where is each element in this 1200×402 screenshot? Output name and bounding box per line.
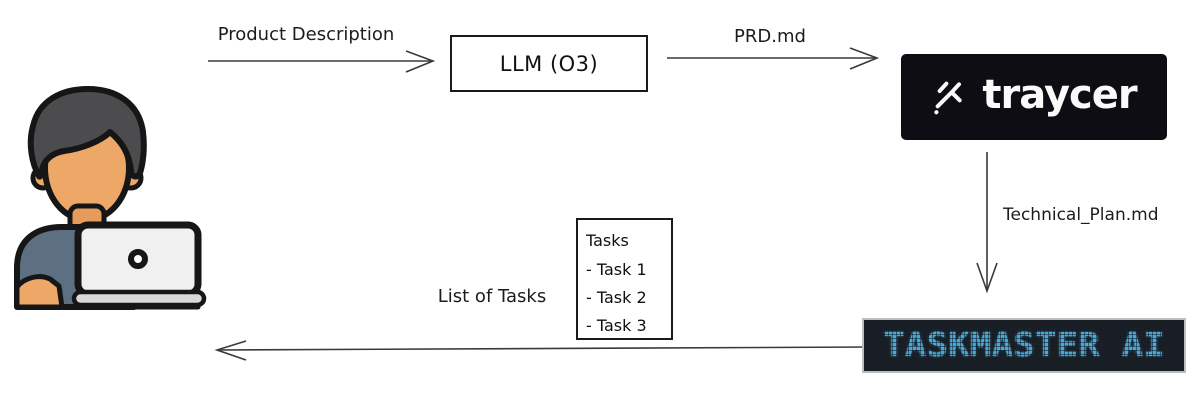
traycer-slash-icon (934, 81, 963, 115)
person-with-laptop-icon (14, 86, 207, 310)
node-tasks-list: Tasks - Task 1 - Task 2 - Task 3 (576, 218, 673, 340)
node-llm: LLM (O3) (450, 35, 648, 92)
edge-label-product-description: Product Description (217, 24, 395, 45)
node-traycer: traycer (901, 54, 1167, 140)
user-person-illustration (12, 86, 217, 310)
edge-label-technical-plan: Technical_Plan.md (1003, 205, 1159, 225)
tasks-title: Tasks (586, 231, 629, 250)
task-item: - Task 3 (586, 316, 647, 335)
traycer-label: traycer (982, 72, 1137, 118)
arrow-product-description (208, 50, 436, 73)
task-item: - Task 1 (586, 260, 647, 279)
arrow-prd (667, 47, 880, 70)
arrow-list-of-tasks (214, 340, 873, 361)
task-item: - Task 2 (586, 288, 647, 307)
edge-label-prd: PRD.md (734, 26, 806, 47)
llm-label: LLM (O3) (499, 51, 599, 76)
edge-label-list-of-tasks: List of Tasks (437, 286, 547, 307)
taskmaster-label: TASKMASTER AI (883, 326, 1165, 364)
node-taskmaster: TASKMASTER AI (862, 318, 1186, 373)
arrow-technical-plan (976, 152, 998, 294)
